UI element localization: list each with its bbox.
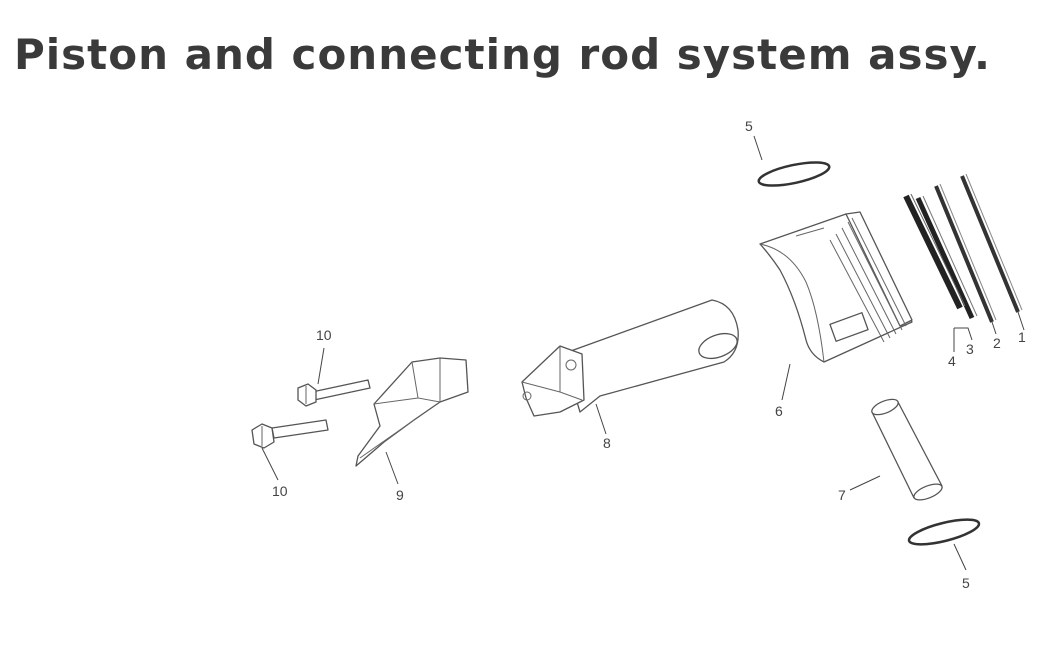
piston-ring-3: [915, 195, 978, 320]
diagram-title: Piston and connecting rod system assy.: [14, 30, 991, 79]
callout-5-bottom: 5: [962, 575, 970, 591]
piston: [759, 211, 913, 363]
circlip-top: [757, 161, 831, 187]
connecting-rod: [521, 299, 739, 417]
callout-2: 2: [993, 335, 1001, 351]
callout-7: 7: [838, 487, 846, 503]
bolt-bottom: [251, 419, 329, 449]
callout-10-bottom: 10: [272, 483, 288, 499]
callout-6: 6: [775, 403, 783, 419]
piston-ring-1: [960, 173, 1023, 313]
bolt-top: [297, 379, 371, 407]
callout-10-top: 10: [316, 327, 332, 343]
rod-cap: [355, 357, 469, 467]
callout-4: 4: [948, 353, 956, 369]
piston-ring-4: [903, 193, 966, 310]
callout-3: 3: [966, 341, 974, 357]
leader-lines: [261, 135, 1025, 571]
callout-8: 8: [603, 435, 611, 451]
piston-pin: [871, 398, 943, 501]
circlip-bottom: [907, 518, 981, 546]
piston-ring-2: [934, 183, 997, 323]
callout-1: 1: [1018, 329, 1026, 345]
callout-5-top: 5: [745, 118, 753, 134]
callout-9: 9: [396, 487, 404, 503]
